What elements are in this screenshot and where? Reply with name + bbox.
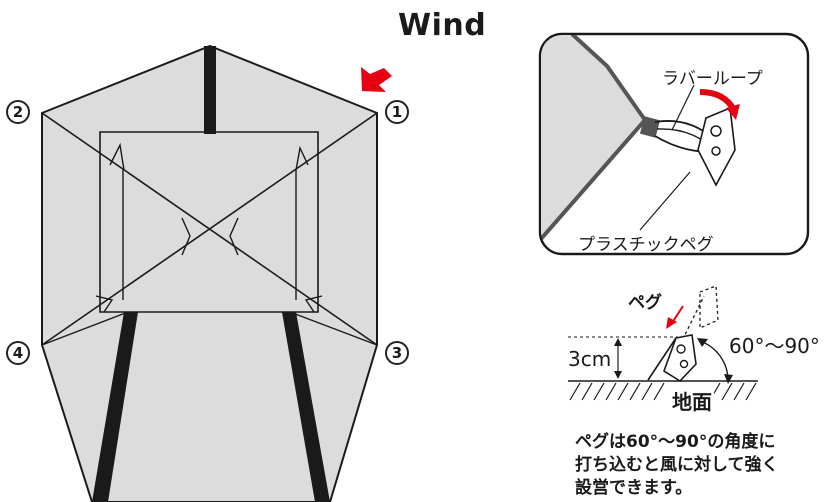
- tab-top-left: [109, 142, 125, 171]
- tab-mid-right: [229, 217, 239, 256]
- note-line-1: ペグは60°～90°の角度に: [575, 432, 776, 452]
- plastic-peg-label: プラスチックペグ: [578, 235, 714, 255]
- angle-arc: [699, 340, 729, 382]
- peg-label: ペグ: [628, 293, 662, 313]
- note-line-2: 打ち込むと風に対して強く: [575, 455, 779, 475]
- ghost-peg: [699, 285, 719, 330]
- peg-icon: [663, 334, 697, 383]
- ridge-line-2: [41, 112, 378, 346]
- left-leg-strap: [92, 312, 138, 502]
- tab-bottom-left: [95, 295, 114, 313]
- entrance-line-left: [41, 311, 129, 346]
- tab-mid-left: [181, 217, 191, 256]
- angle-label: 60°～90°: [729, 334, 820, 358]
- note-line-3: 設営できます。: [575, 478, 693, 498]
- entrance-line-right: [289, 311, 378, 346]
- tab-top-right: [295, 145, 309, 171]
- corner-label-4: 4: [6, 341, 30, 365]
- inner-panel: [99, 131, 319, 313]
- right-leg-strap: [282, 312, 330, 502]
- top-strap: [204, 46, 216, 134]
- tent-corner-edge: [541, 35, 648, 242]
- wind-label: Wind: [398, 8, 487, 43]
- rubber-loop-label: ラバーループ: [662, 69, 763, 89]
- depth-label: 3cm: [568, 347, 612, 371]
- corner-label-1: 1: [385, 100, 409, 124]
- leader-rubber-loop: [671, 84, 695, 131]
- ground-label: 地面: [670, 386, 714, 415]
- corner-label-2: 2: [6, 100, 30, 124]
- wind-arrow-icon: [361, 67, 392, 92]
- leader-peg: [639, 171, 691, 231]
- peg-angle-note: ペグは60°～90°の角度に 打ち込むと風に対して強く 設営できます。: [575, 431, 820, 500]
- corner-label-3: 3: [385, 341, 409, 365]
- tab-bottom-right: [304, 295, 323, 313]
- insert-arrow: [671, 305, 684, 324]
- ground-hatching: [569, 382, 757, 401]
